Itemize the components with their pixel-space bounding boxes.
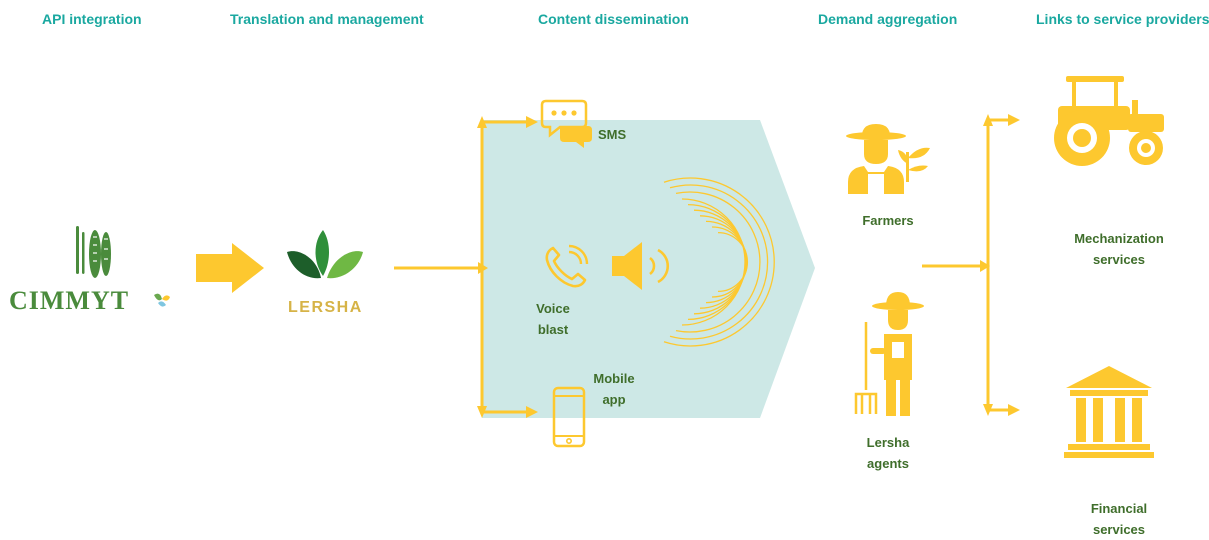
bank-icon (1064, 366, 1154, 458)
mech-label-line2: services (1092, 252, 1146, 267)
header-service-providers: Links to service providers (1036, 11, 1209, 27)
farmer-icon (846, 124, 906, 194)
voice-blast-label: Voice blast (528, 298, 578, 340)
voice-label-line1: Voice (536, 301, 570, 316)
sound-wave-icon (663, 177, 775, 347)
sms-label: SMS (598, 127, 627, 142)
header-translation-management: Translation and management (230, 11, 424, 27)
voice-label-line2: blast (537, 322, 569, 337)
mechanization-label: Mechanization services (1064, 228, 1174, 270)
arrowhead-top-left (477, 116, 487, 128)
agents-label-line2: agents (867, 456, 909, 471)
arrowhead-up (983, 114, 993, 126)
header-demand-aggregation: Demand aggregation (818, 11, 958, 27)
cimmyt-emblem-icon (154, 293, 170, 307)
arrowhead-voice (478, 262, 488, 274)
pitchfork-icon (854, 322, 878, 414)
speaker-icon (612, 242, 670, 290)
arrowhead-down (983, 404, 993, 416)
mobile-label-line1: Mobile (593, 371, 635, 386)
arrowhead-hub (980, 260, 990, 272)
arrowhead-mechanization (1008, 114, 1020, 126)
financial-label: Financial services (1064, 498, 1174, 540)
content-panel (482, 120, 815, 418)
arrowhead-mobile (526, 406, 538, 418)
header-content-dissemination: Content dissemination (538, 11, 689, 27)
cimmyt-logo-text: CIMMYT (9, 286, 130, 315)
header-api-integration: API integration (42, 11, 142, 27)
fin-label-line2: services (1092, 522, 1146, 537)
agents-label-line1: Lersha (866, 435, 910, 450)
mobile-phone-icon (552, 386, 586, 448)
fin-label-line1: Financial (1090, 501, 1148, 516)
connector-to-providers (922, 118, 1012, 412)
arrowhead-sms (526, 116, 538, 128)
tractor-icon (1054, 76, 1164, 166)
lersha-agents-label: Lersha agents (848, 432, 928, 474)
lersha-leaf-icon (287, 230, 363, 279)
mech-label-line1: Mechanization (1074, 231, 1164, 246)
agent-icon (854, 292, 924, 416)
mobile-label-line2: app (602, 392, 626, 407)
arrowhead-financial (1008, 404, 1020, 416)
chat-bubble-icon (540, 99, 592, 148)
lersha-logo-text: LERSHA (288, 299, 363, 316)
big-arrow (196, 243, 264, 293)
wheat-icon (76, 226, 111, 278)
mobile-app-label: Mobile app (586, 368, 642, 410)
phone-icon (545, 244, 589, 288)
arrowhead-bottom-left (477, 406, 487, 418)
plant-icon (898, 147, 930, 182)
farmers-label: Farmers (862, 213, 914, 228)
